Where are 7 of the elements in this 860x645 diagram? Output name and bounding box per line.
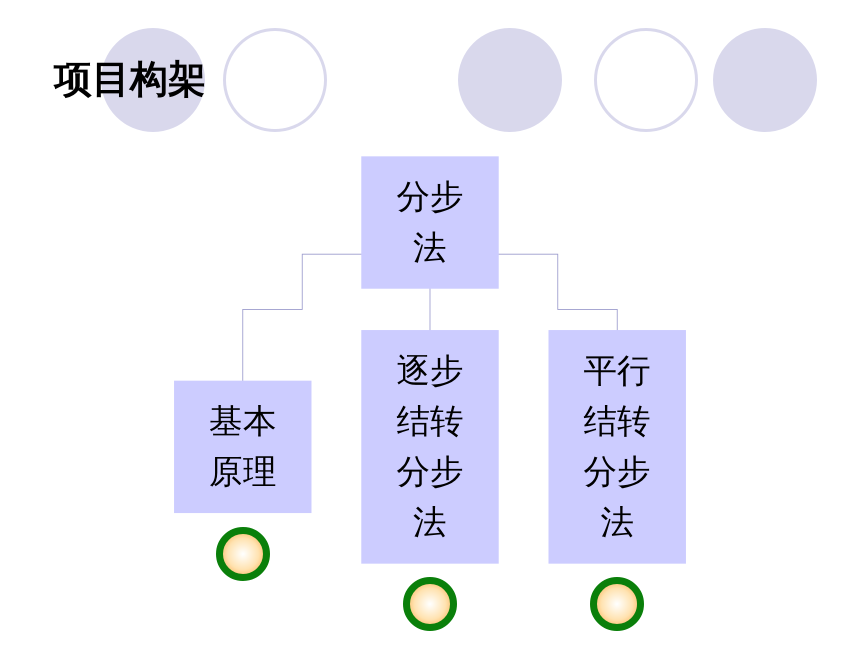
node-box: 基本原理 (174, 380, 312, 514)
node-box: 分步法 (361, 156, 499, 289)
title: 项目构架 (54, 58, 206, 103)
node-box: 逐步结转分步法 (361, 330, 499, 564)
connector (242, 254, 362, 382)
node-box: 平行结转分步法 (548, 330, 686, 564)
connector (498, 254, 618, 331)
